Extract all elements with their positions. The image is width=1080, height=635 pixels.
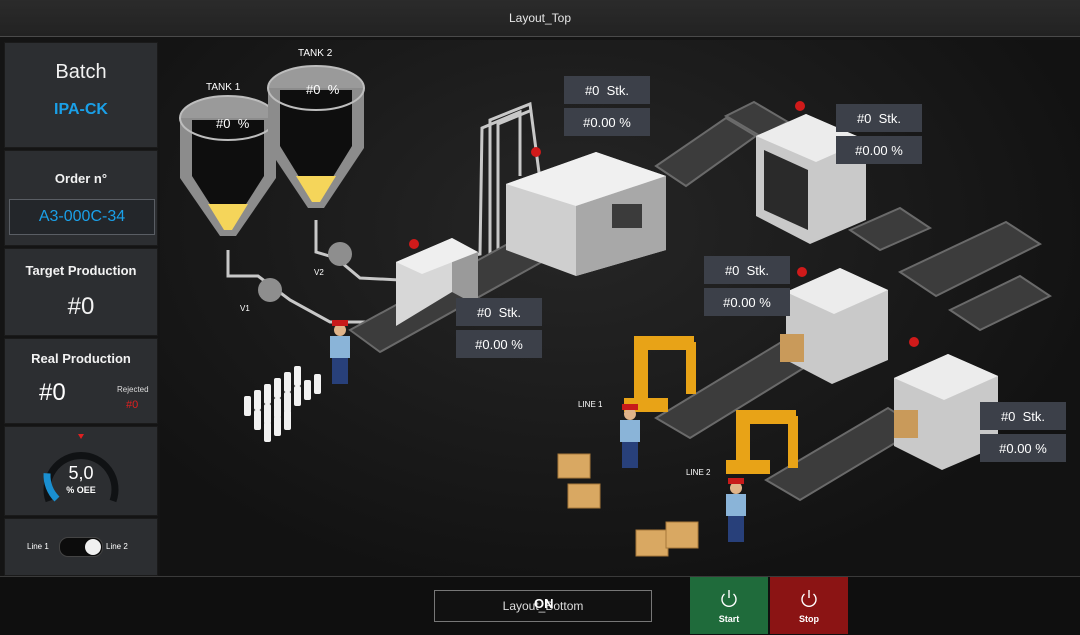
packing-2-count: #0 Stk. bbox=[980, 402, 1066, 430]
valve-v1-label: V1 bbox=[240, 304, 250, 313]
line-1-label: LINE 1 bbox=[578, 400, 603, 409]
batch-panel: Batch IPA-CK bbox=[4, 42, 158, 148]
filling-percent: #0.00 % bbox=[456, 330, 542, 358]
power-icon bbox=[801, 589, 817, 607]
packing-1-count: #0 Stk. bbox=[704, 256, 790, 284]
oee-label: % OEE bbox=[66, 485, 96, 495]
filling-count: #0 Stk. bbox=[456, 298, 542, 326]
bottles-icon bbox=[244, 366, 321, 442]
line-toggle-knob bbox=[85, 539, 101, 555]
power-icon bbox=[721, 589, 737, 607]
stop-button[interactable]: Stop bbox=[770, 577, 848, 634]
packing-machine-2-icon bbox=[894, 337, 998, 470]
top-bar: Layout_Top bbox=[0, 0, 1080, 37]
labeling-count: #0 Stk. bbox=[836, 104, 922, 132]
line-switch-left-label: Line 1 bbox=[27, 542, 49, 551]
conveyors bbox=[348, 100, 1053, 502]
valve-icons bbox=[258, 242, 352, 302]
plant-diagram bbox=[179, 65, 1053, 557]
on-indicator: ON bbox=[534, 596, 554, 611]
layout-top-title: Layout_Top bbox=[508, 11, 572, 25]
capping-percent: #0.00 % bbox=[564, 108, 650, 136]
target-production-value: #0 bbox=[67, 293, 95, 320]
stop-label: Stop bbox=[799, 613, 819, 624]
tank-2-level: #0 % bbox=[306, 82, 340, 97]
target-production-label: Target Production bbox=[25, 263, 137, 278]
line-switch-panel: Line 1 Line 2 bbox=[4, 518, 158, 576]
oee-panel: 5,0 % OEE bbox=[4, 426, 158, 516]
order-label: Order n° bbox=[54, 171, 108, 186]
real-production-panel: Real Production #0 Rejected #0 bbox=[4, 338, 158, 424]
batch-label: Batch bbox=[55, 61, 107, 83]
tank-2-name: TANK 2 bbox=[298, 48, 333, 59]
line-toggle[interactable] bbox=[59, 537, 103, 557]
filling-machine-icon bbox=[396, 238, 478, 326]
start-button[interactable]: Start bbox=[690, 577, 768, 634]
operator-icons bbox=[330, 320, 746, 542]
target-production-panel: Target Production #0 bbox=[4, 248, 158, 336]
order-number-field[interactable]: A3-000C-34 bbox=[9, 199, 155, 235]
oee-gauge bbox=[43, 434, 119, 503]
valve-v2-label: V2 bbox=[314, 268, 324, 277]
batch-value: IPA-CK bbox=[54, 101, 108, 118]
labeling-percent: #0.00 % bbox=[836, 136, 922, 164]
capping-count: #0 Stk. bbox=[564, 76, 650, 104]
line-2-label: LINE 2 bbox=[686, 468, 711, 477]
tank-2-icon bbox=[267, 65, 365, 208]
packing-machine-1-icon bbox=[780, 267, 888, 384]
rejected-label: Rejected bbox=[117, 385, 149, 394]
real-production-value: #0 bbox=[39, 379, 66, 406]
real-production-label: Real Production bbox=[31, 351, 131, 366]
plant-overview: TANK 1 #0 % TANK 2 #0 % V1 V2 LINE 1 LIN… bbox=[160, 40, 1080, 576]
boxes-icon bbox=[557, 453, 699, 557]
tank-1-level: #0 % bbox=[216, 116, 250, 131]
capping-machine-icon bbox=[506, 147, 666, 276]
robot-arm-line-2-icon bbox=[726, 410, 798, 474]
order-panel: Order n° A3-000C-34 bbox=[4, 150, 158, 246]
tank-1-icon bbox=[179, 95, 277, 236]
layout-bottom-label: Layout_Bottom bbox=[502, 599, 584, 613]
oee-marker-icon bbox=[78, 434, 84, 439]
packing-1-percent: #0.00 % bbox=[704, 288, 790, 316]
layout-bottom-box: Layout_Bottom bbox=[434, 590, 652, 622]
start-label: Start bbox=[718, 613, 740, 624]
packing-2-percent: #0.00 % bbox=[980, 434, 1066, 462]
rejected-value: #0 bbox=[126, 399, 139, 411]
line-switch-right-label: Line 2 bbox=[106, 542, 128, 551]
oee-value: 5,0 bbox=[68, 463, 94, 483]
tank-1-name: TANK 1 bbox=[206, 82, 241, 93]
